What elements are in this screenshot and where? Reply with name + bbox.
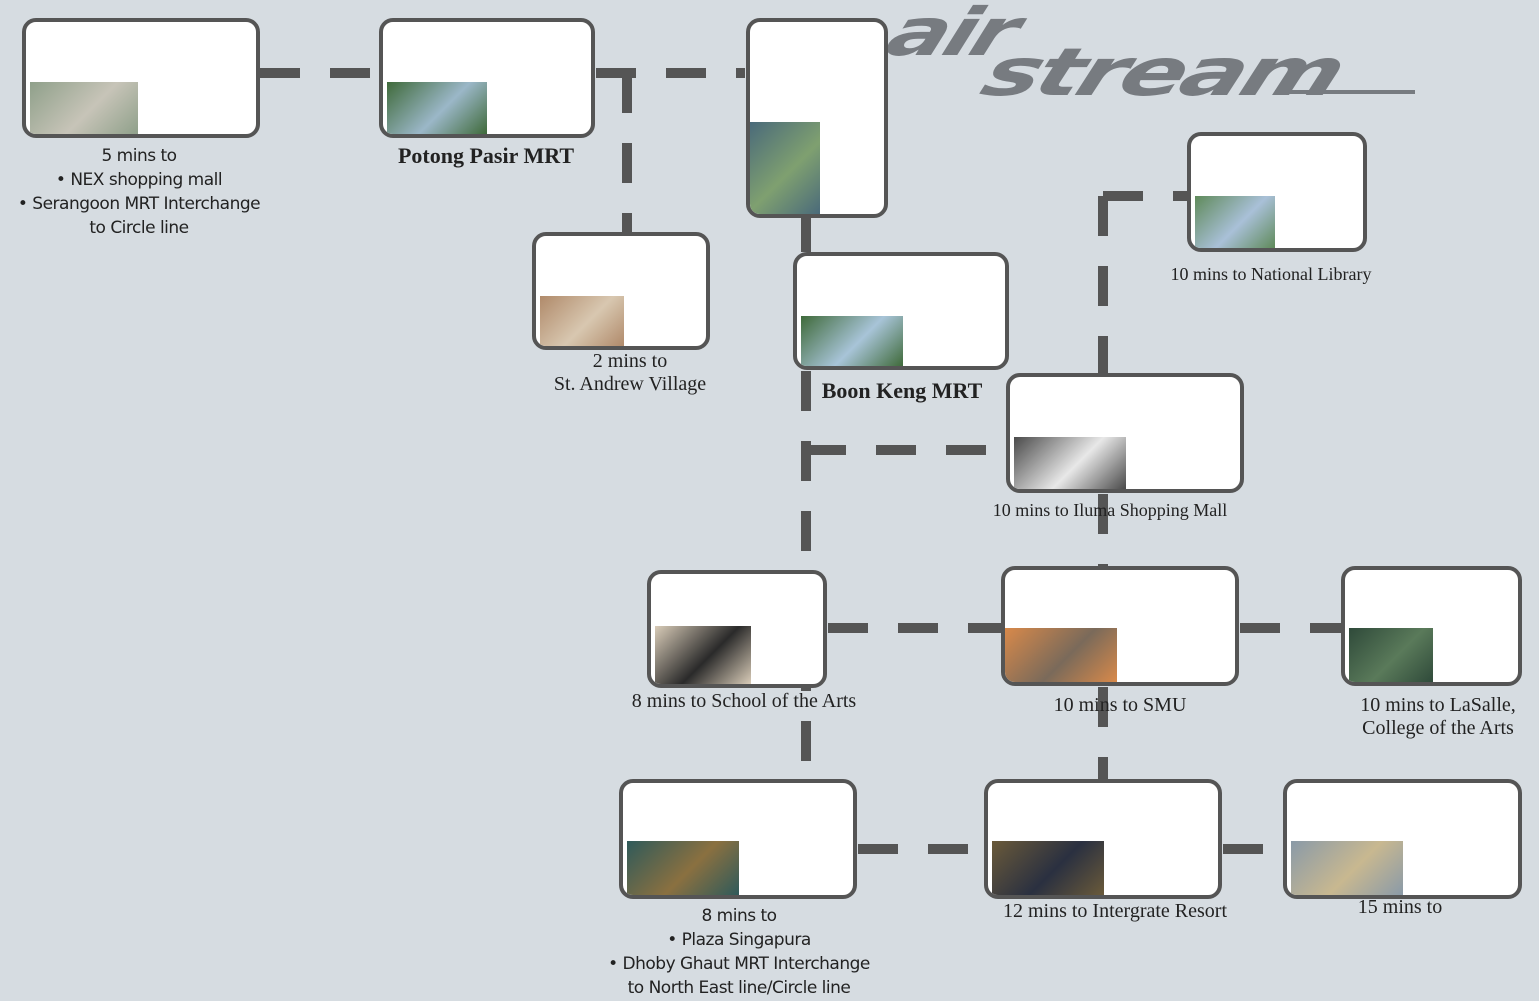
lasalle-building-photo (1349, 628, 1433, 682)
card-integrated-resort (984, 779, 1222, 899)
label-line: St. Andrew Village (553, 373, 707, 395)
label-line: 10 mins to Iluma Shopping Mall (992, 500, 1228, 520)
label-lasalle: 10 mins to LaSalle,College of the Arts (1238, 694, 1539, 740)
label-line: 5 mins to (101, 146, 177, 166)
palm-photo (387, 82, 487, 134)
airstream-logo: air stream (877, 0, 1425, 111)
label-line: • Serangoon MRT Interchange (17, 194, 261, 214)
label-line: • Dhoby Ghaut MRT Interchange (608, 954, 870, 974)
label-integrated-resort: 12 mins to Intergrate Resort (915, 900, 1315, 923)
mall-facade-photo (1014, 437, 1126, 489)
card-lasalle (1341, 566, 1522, 686)
card-potong-pasir (379, 18, 595, 138)
label-line: 10 mins to LaSalle, (1360, 694, 1516, 716)
card-last (1283, 779, 1522, 899)
village-photo (540, 296, 624, 346)
card-airstream (746, 18, 888, 218)
label-line: to Circle line (89, 218, 189, 238)
label-line: Boon Keng MRT (821, 378, 983, 403)
card-national-library (1187, 132, 1367, 252)
label-plaza-singapura: 8 mins to • Plaza Singapura • Dhoby Ghaut … (539, 904, 939, 1000)
card-iluma (1006, 373, 1244, 493)
label-line: • Plaza Singapura (667, 930, 811, 950)
label-sota: 8 mins to School of the Arts (544, 690, 944, 713)
card-plaza-singapura (619, 779, 857, 899)
card-smu (1001, 566, 1239, 686)
palm-photo (801, 316, 903, 366)
label-line: College of the Arts (1362, 717, 1514, 739)
card-nex (22, 18, 260, 138)
label-line: 8 mins to School of the Arts (631, 690, 857, 712)
label-potong-pasir: Potong Pasir MRT (286, 144, 686, 167)
skyline-photo (1291, 841, 1403, 895)
smu-building-photo (1005, 628, 1117, 682)
card-st-andrew (532, 232, 710, 350)
label-line: 2 mins to (592, 350, 668, 372)
school-sign-photo (655, 626, 751, 684)
plaza-photo (627, 841, 739, 895)
tower-photo (750, 122, 820, 214)
resort-photo (992, 841, 1104, 895)
label-line: Potong Pasir MRT (397, 143, 575, 168)
label-line: • NEX shopping mall (55, 170, 223, 190)
logo-underline (1275, 90, 1415, 94)
label-smu: 10 mins to SMU (920, 694, 1320, 717)
label-line: 15 mins to (1357, 896, 1443, 918)
label-boon-keng: Boon Keng MRT (702, 379, 1102, 402)
card-sota (647, 570, 827, 688)
logo-word-stream: stream (971, 34, 1354, 111)
label-iluma: 10 mins to Iluma Shopping Mall (910, 499, 1310, 522)
label-last: 15 mins to (1200, 896, 1539, 919)
label-line: to North East line/Circle line (627, 978, 851, 998)
mall-plaza-photo (30, 82, 138, 134)
card-boon-keng (793, 252, 1009, 370)
label-line: 10 mins to SMU (1053, 694, 1187, 716)
label-line: 10 mins to National Library (1170, 264, 1372, 284)
label-national-library: 10 mins to National Library (1071, 263, 1471, 286)
label-line: 8 mins to (701, 906, 777, 926)
label-line: 12 mins to Intergrate Resort (1002, 900, 1228, 922)
library-photo (1195, 196, 1275, 248)
label-nex: 5 mins to • NEX shopping mall • Serangoon … (0, 144, 339, 240)
